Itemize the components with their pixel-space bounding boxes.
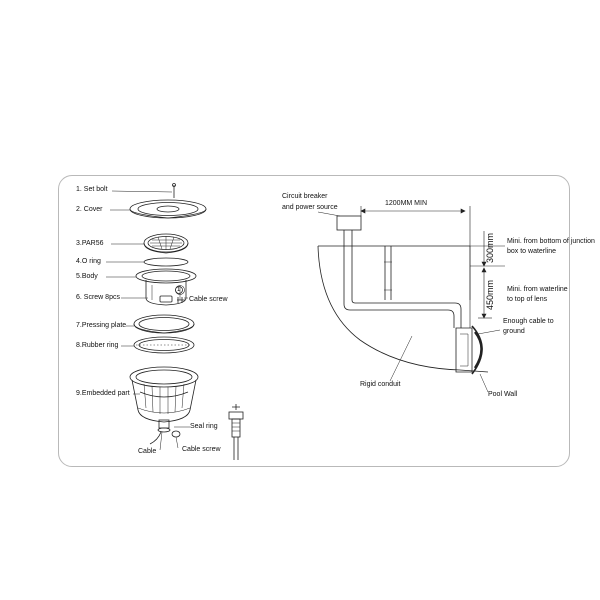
label-pressing-plate: 7.Pressing plate: [76, 322, 127, 329]
par56-lamp-drawing: [143, 233, 189, 254]
callout-circle: [175, 285, 185, 295]
label-o-ring: 4.O ring: [76, 258, 101, 265]
label-seal-ring: Seal ring: [190, 423, 218, 430]
label-pool-wall: Pool Wall: [488, 391, 518, 398]
label-set-bolt: 1. Set bolt: [76, 186, 108, 193]
label-cable: Cable: [138, 448, 157, 455]
label-par56: 3.PAR56: [76, 240, 104, 247]
light-fixture: [455, 325, 483, 375]
label-note-lens-1: Mini. from waterline: [507, 286, 568, 293]
right-leader-lines: [389, 329, 501, 393]
junction-box: [336, 215, 362, 231]
label-rigid-conduit: Rigid conduit: [360, 381, 401, 388]
label-circuit-breaker-1: Circuit breaker: [282, 193, 328, 200]
cable-gland-detail: [228, 404, 244, 460]
label-1200mm: 1200MM MIN: [385, 200, 428, 207]
embedded-part-drawing: [129, 366, 199, 423]
label-cover: 2. Cover: [76, 206, 103, 213]
label-cable-screw: Cable screw: [189, 296, 228, 303]
label-note-lens-2: to top of lens: [507, 296, 548, 303]
set-bolt-drawing: [172, 183, 176, 198]
pool-wall: [317, 245, 489, 373]
label-body: 5.Body: [76, 273, 98, 280]
label-450mm: 450mm: [485, 279, 495, 310]
label-circuit-breaker-2: and power source: [282, 204, 338, 211]
label-enough-cable-1: Enough cable to: [503, 318, 554, 325]
diagram-frame: [58, 175, 570, 467]
seal-ring-drawing: [149, 419, 181, 445]
dimension-1200: [360, 206, 471, 300]
label-enough-cable-2: ground: [503, 328, 525, 335]
label-note-junction-2: box to waterline: [507, 248, 557, 255]
o-ring-drawing: [143, 257, 189, 267]
label-screw: 6. Screw 8pcs: [76, 294, 120, 301]
rubber-ring-drawing: [133, 336, 195, 354]
label-embedded-part: 9.Embedded part: [76, 390, 130, 397]
label-note-junction-1: Mini. from bottom of junction: [507, 238, 595, 245]
conduit: [343, 230, 462, 328]
label-cable-screw-bottom: Cable screw: [182, 446, 221, 453]
dimension-vertical: [478, 231, 492, 319]
label-rubber-ring: 8.Rubber ring: [76, 342, 119, 349]
label-300mm: 300mm: [485, 232, 495, 263]
pressing-plate-drawing: [133, 314, 195, 334]
left-leader-lines: [106, 190, 190, 451]
cover-drawing: [129, 199, 207, 219]
body-drawing: [135, 268, 197, 306]
callout-number: 1: [177, 287, 181, 293]
